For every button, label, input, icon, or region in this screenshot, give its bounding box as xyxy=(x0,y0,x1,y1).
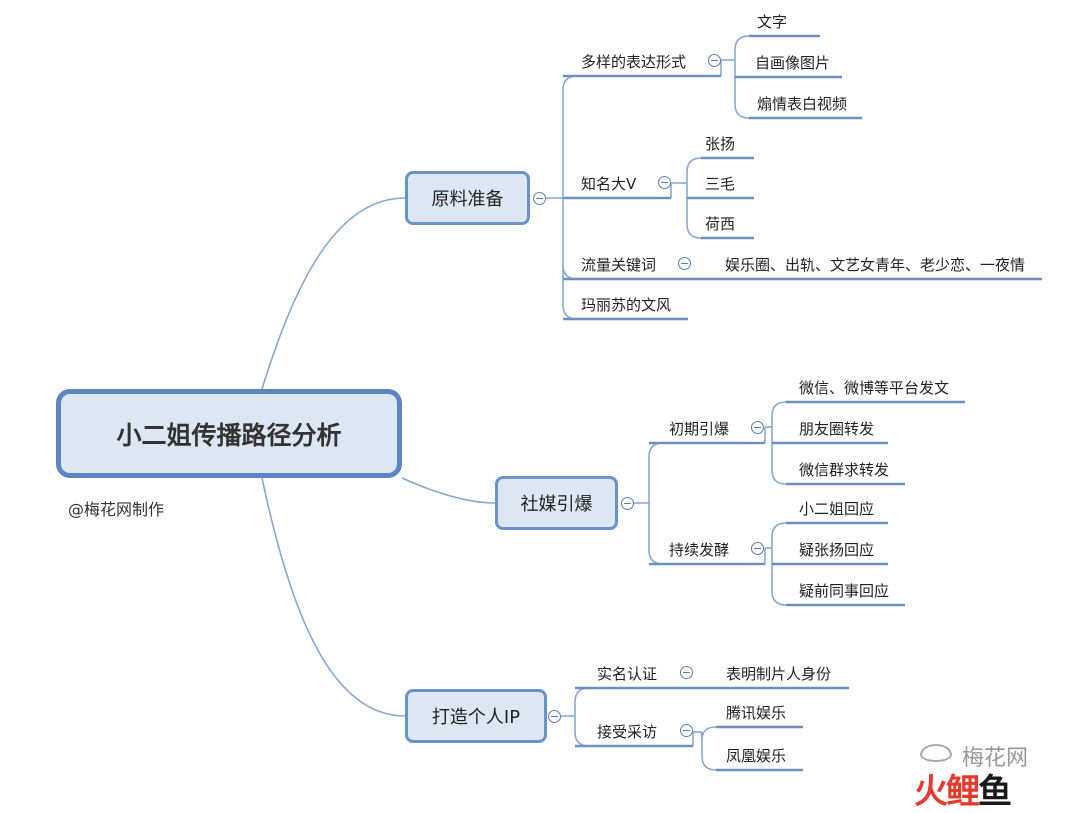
connector-b1-c3 xyxy=(562,198,578,280)
leaf-item[interactable]: 疑前同事回应 xyxy=(799,582,890,600)
topic-b3c1[interactable]: 实名认证 xyxy=(597,665,658,683)
leaf-item[interactable]: 朋友圈转发 xyxy=(799,420,875,438)
topic-b1c3[interactable]: 流量关键词 xyxy=(581,256,657,274)
branch-node-b3[interactable]: 打造个人IP xyxy=(405,689,547,743)
connector-b2c2-l3 xyxy=(771,548,787,606)
logo-char: 火 xyxy=(914,772,948,812)
connector-b2-c1 xyxy=(648,442,664,503)
leaf-item[interactable]: 文字 xyxy=(757,13,788,31)
leaf-item[interactable]: 煽情表白视频 xyxy=(757,95,848,113)
watermark-text: 梅花网 xyxy=(962,746,1029,771)
root-title: 小二姐传播路径分析 xyxy=(116,420,342,450)
credit-text: @梅花网制作 xyxy=(68,500,165,519)
leaf-item[interactable]: 凤凰娱乐 xyxy=(726,747,787,765)
connector-b2c2-l1 xyxy=(771,522,787,548)
connector-b2c1-l1 xyxy=(771,401,787,427)
leaf-item[interactable]: 表明制片人身份 xyxy=(726,665,832,683)
logo-char: 鲤 xyxy=(946,772,980,812)
topic-b2c1[interactable]: 初期引爆 xyxy=(669,420,730,438)
connector-root-b1 xyxy=(261,197,406,390)
collapse-icon[interactable] xyxy=(678,257,691,270)
topic-b3c2[interactable]: 接受采访 xyxy=(597,723,658,741)
topic-b1c2[interactable]: 知名大V xyxy=(581,175,637,193)
connector-b3c2-l1b xyxy=(701,726,717,741)
collapse-icon[interactable] xyxy=(658,176,671,189)
connector-b1c1-l1 xyxy=(734,35,750,60)
leaf-item[interactable]: 疑张扬回应 xyxy=(799,541,875,559)
leaf-item[interactable]: 自画像图片 xyxy=(755,54,831,72)
watermark-logo: 火鲤鱼 xyxy=(914,764,1012,813)
collapse-icon[interactable] xyxy=(708,54,721,67)
leaf-item[interactable]: 张扬 xyxy=(705,135,736,153)
root-node[interactable]: 小二姐传播路径分析 xyxy=(56,389,402,478)
connector-b1c1-l3 xyxy=(734,60,750,119)
connector-root-b3 xyxy=(261,477,406,717)
leaf-item[interactable]: 腾讯娱乐 xyxy=(726,704,787,722)
leaf-item[interactable]: 微信群求转发 xyxy=(799,461,890,479)
connector-b2-c2 xyxy=(648,503,664,565)
connector-b1c2-l1 xyxy=(686,157,702,183)
collapse-icon[interactable] xyxy=(680,724,693,737)
connector-b1-c1 xyxy=(562,75,578,198)
collapse-icon[interactable] xyxy=(680,666,693,679)
leaf-item[interactable]: 娱乐圈、出轨、文艺女青年、老少恋、一夜情 xyxy=(725,256,1026,274)
branch-label: 原料准备 xyxy=(431,189,504,210)
branch-node-b1[interactable]: 原料准备 xyxy=(405,171,530,225)
connector-b3c2-l2 xyxy=(701,732,717,771)
branch-node-b2[interactable]: 社媒引爆 xyxy=(495,476,618,530)
connector-b3-c2 xyxy=(574,716,590,747)
collapse-icon[interactable] xyxy=(751,542,764,555)
branch-label: 社媒引爆 xyxy=(520,494,593,515)
connector-root-b2 xyxy=(401,477,496,504)
collapse-icon[interactable] xyxy=(621,497,634,510)
collapse-icon[interactable] xyxy=(548,710,561,723)
logo-char: 鱼 xyxy=(978,772,1012,812)
leaf-item[interactable]: 荷西 xyxy=(705,215,736,233)
connector-b2c1-l3 xyxy=(771,427,787,485)
connector-b1c2-l3 xyxy=(686,183,702,239)
leaf-item[interactable]: 三毛 xyxy=(705,175,736,193)
topic-b1c4[interactable]: 玛丽苏的文风 xyxy=(581,296,672,314)
collapse-icon[interactable] xyxy=(533,192,546,205)
leaf-item[interactable]: 微信、微博等平台发文 xyxy=(799,379,950,397)
connector-b3-c1 xyxy=(574,687,590,716)
topic-b2c2[interactable]: 持续发酵 xyxy=(669,541,730,559)
branch-label: 打造个人IP xyxy=(431,707,521,728)
leaf-item[interactable]: 小二姐回应 xyxy=(799,500,875,518)
topic-b1c1[interactable]: 多样的表达形式 xyxy=(581,53,687,71)
wechat-icon xyxy=(920,744,952,762)
collapse-icon[interactable] xyxy=(751,421,764,434)
